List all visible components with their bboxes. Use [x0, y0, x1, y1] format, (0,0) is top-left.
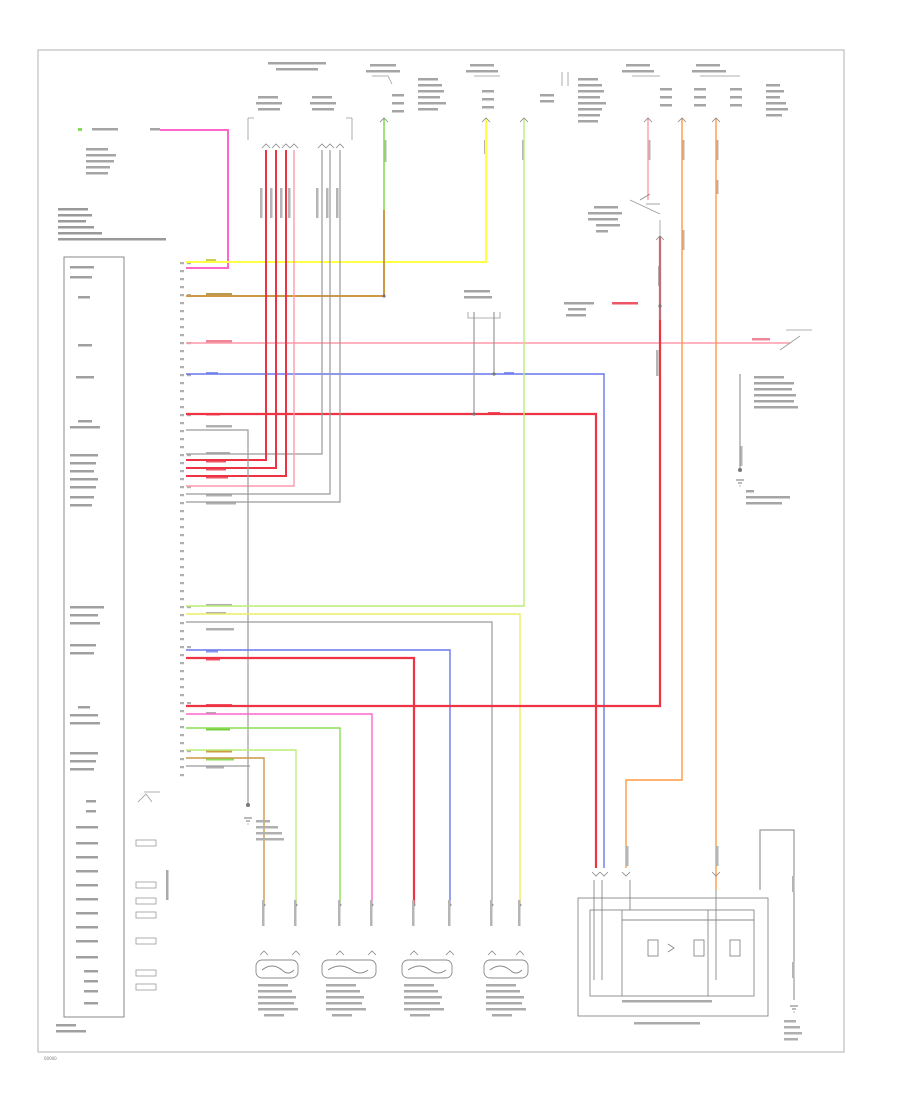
height-sensor-icon [255, 959, 299, 979]
wire-lightgreen-act [186, 749, 297, 905]
fuse-brackets [247, 72, 812, 351]
footer-code: 00000 [44, 1056, 57, 1061]
switch-icon [137, 791, 160, 803]
wire-orange-fuse [625, 118, 683, 868]
height-sensors [255, 846, 795, 1017]
pin-number-column [180, 262, 191, 777]
wire-red-sensor-1 [186, 150, 267, 461]
wire-gray-sensor [186, 150, 323, 455]
wire-red-sensor-3 [186, 150, 287, 477]
wire-red-act [186, 656, 416, 905]
control-module [56, 208, 169, 1033]
wire-pink-act [186, 713, 373, 905]
wires [160, 118, 795, 1000]
wire-gray-act [186, 621, 493, 905]
height-sensor-icon [401, 959, 453, 979]
top-label-blocks [78, 62, 798, 505]
connector-icon [259, 117, 721, 956]
wire-lightpink-sensor [186, 150, 295, 487]
wire-tags-left [206, 259, 770, 769]
wire-red-sensor-2 [186, 150, 277, 469]
wire-gray-comp [759, 829, 795, 1000]
wire-tan-act [186, 757, 265, 905]
compressor-unit [577, 880, 769, 1017]
ground-icon [244, 479, 798, 1013]
wire-green-act [186, 727, 341, 905]
wire-red-long [186, 236, 662, 708]
wire-blue-1 [186, 373, 605, 868]
wire-gray-sensor-2 [186, 150, 331, 495]
wire-yellow-2 [186, 613, 521, 905]
wire-red-1 [186, 412, 598, 868]
splice-icon [382, 294, 386, 298]
splice-points [246, 294, 742, 907]
wire-gray-ground [186, 429, 249, 805]
wire-lightgreen-1 [186, 118, 525, 607]
wire-blue-act [186, 649, 451, 905]
wire-pink-top [160, 129, 229, 269]
wire-tags-top [260, 140, 743, 466]
diagram-frame [37, 49, 845, 1053]
height-sensor-icon [321, 959, 377, 979]
wire-gray-sensor-3 [186, 150, 341, 503]
height-sensor-icon [483, 959, 529, 979]
switch-icon [639, 193, 660, 205]
